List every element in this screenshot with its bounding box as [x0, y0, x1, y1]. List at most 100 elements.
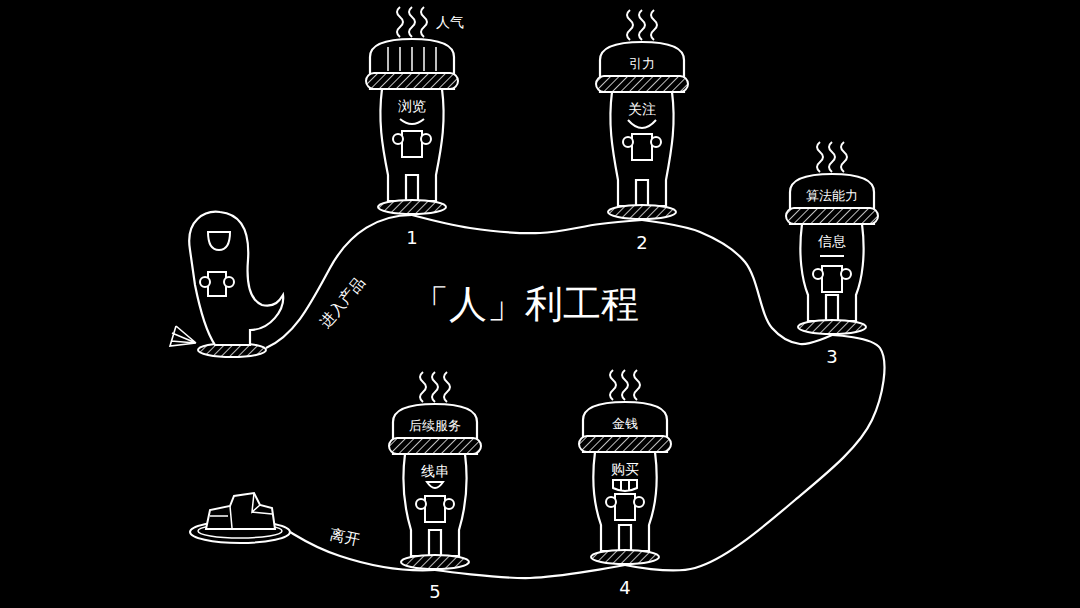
hat-stripe — [435, 47, 437, 71]
hat-stripe — [423, 47, 425, 71]
text-holder: 金钱 — [610, 413, 640, 432]
hat-text: 人气 — [434, 14, 466, 30]
steam — [421, 7, 427, 37]
label-holder: 3 — [824, 347, 839, 368]
steam — [829, 142, 835, 172]
flow-path — [412, 215, 642, 233]
hand — [444, 499, 454, 509]
figure-body — [800, 224, 863, 321]
pedestal — [401, 555, 469, 569]
face-text: 信息 — [816, 233, 848, 249]
figure-body — [380, 89, 443, 201]
steam — [627, 10, 633, 40]
hat-brim — [596, 76, 688, 92]
hat-brim — [786, 208, 878, 224]
text-holder: 购买 — [609, 459, 641, 478]
phone — [425, 496, 445, 522]
label-holder: 进入产品 — [314, 271, 369, 333]
face-text: 购买 — [609, 461, 641, 477]
hat-brim — [366, 73, 458, 89]
figure-body — [403, 454, 466, 556]
callout-number: 4 — [617, 578, 632, 599]
steam — [634, 370, 640, 400]
steam — [841, 142, 847, 172]
hat-text: 金钱 — [610, 417, 640, 432]
steam — [610, 370, 616, 400]
hat-text: 引力 — [627, 57, 657, 72]
hand — [224, 277, 234, 287]
steam — [622, 370, 628, 400]
text-holder: 关注 — [626, 99, 658, 118]
flow-path — [435, 565, 625, 578]
steam — [432, 372, 438, 402]
title: 「人」利工程 — [409, 283, 641, 327]
food-lines — [210, 493, 272, 528]
path-label: 进入产品 — [316, 272, 370, 333]
callout-number: 5 — [427, 582, 442, 603]
label-holder: 5 — [427, 582, 442, 603]
hand — [606, 497, 616, 507]
hand — [841, 269, 851, 279]
face-text: 浏览 — [396, 98, 428, 114]
label-holder: 1 — [404, 228, 419, 249]
hat-brim — [579, 436, 671, 452]
phone — [822, 266, 842, 292]
figure-node: 人气浏览 — [352, 5, 472, 215]
pedestal — [798, 320, 866, 334]
pedestal — [608, 205, 676, 219]
figure-node: 后续服务线串 — [380, 370, 490, 570]
newcomer-figure — [189, 212, 283, 345]
text-holder: 后续服务 — [407, 415, 463, 434]
hat-stripe — [411, 47, 413, 71]
figure-mouth — [427, 482, 443, 488]
hat-brim — [389, 438, 481, 454]
connector-group — [412, 215, 884, 578]
phone — [208, 272, 226, 296]
fan — [170, 326, 196, 346]
steam — [651, 10, 657, 40]
figure-body — [593, 452, 656, 551]
hand — [813, 269, 823, 279]
face-text: 关注 — [626, 101, 658, 117]
food — [206, 493, 275, 529]
callout-number: 3 — [824, 347, 839, 368]
figure-mouth — [208, 232, 230, 250]
title-holder: 「人」利工程 — [409, 283, 641, 327]
figure-mouth — [628, 120, 656, 128]
figure-node: 算法能力信息 — [775, 140, 889, 335]
figure-mouth — [820, 255, 844, 257]
steam — [420, 372, 426, 402]
steam — [444, 372, 450, 402]
hat-text: 算法能力 — [804, 189, 860, 204]
steam — [639, 10, 645, 40]
steam — [409, 7, 415, 37]
figure-mouth — [613, 480, 637, 491]
figure-body — [610, 92, 673, 206]
text-holder: 线串 — [419, 461, 451, 480]
label-holder: 离开 — [326, 524, 363, 550]
hand — [623, 137, 633, 147]
path-label: 离开 — [326, 526, 363, 550]
steam — [817, 142, 823, 172]
hand — [393, 134, 403, 144]
hand — [651, 137, 661, 147]
entry-path — [266, 215, 412, 348]
hat-stripe — [387, 47, 389, 71]
hand — [421, 134, 431, 144]
phone — [632, 134, 652, 160]
text-holder: 算法能力 — [804, 185, 860, 204]
callout-number: 2 — [634, 233, 649, 254]
hand — [416, 499, 426, 509]
figure-node: 引力关注 — [585, 8, 699, 220]
face-text: 线串 — [419, 463, 451, 479]
callout-number: 1 — [404, 228, 419, 249]
steam — [397, 7, 403, 37]
text-holder: 引力 — [627, 53, 657, 72]
text-holder: 人气 — [434, 12, 466, 31]
text-holder: 信息 — [816, 231, 848, 250]
figure-node: 金钱购买 — [570, 368, 680, 565]
pedestal — [378, 200, 446, 214]
label-holder: 4 — [617, 578, 632, 599]
figure-mouth — [400, 119, 424, 124]
hand — [200, 277, 210, 287]
